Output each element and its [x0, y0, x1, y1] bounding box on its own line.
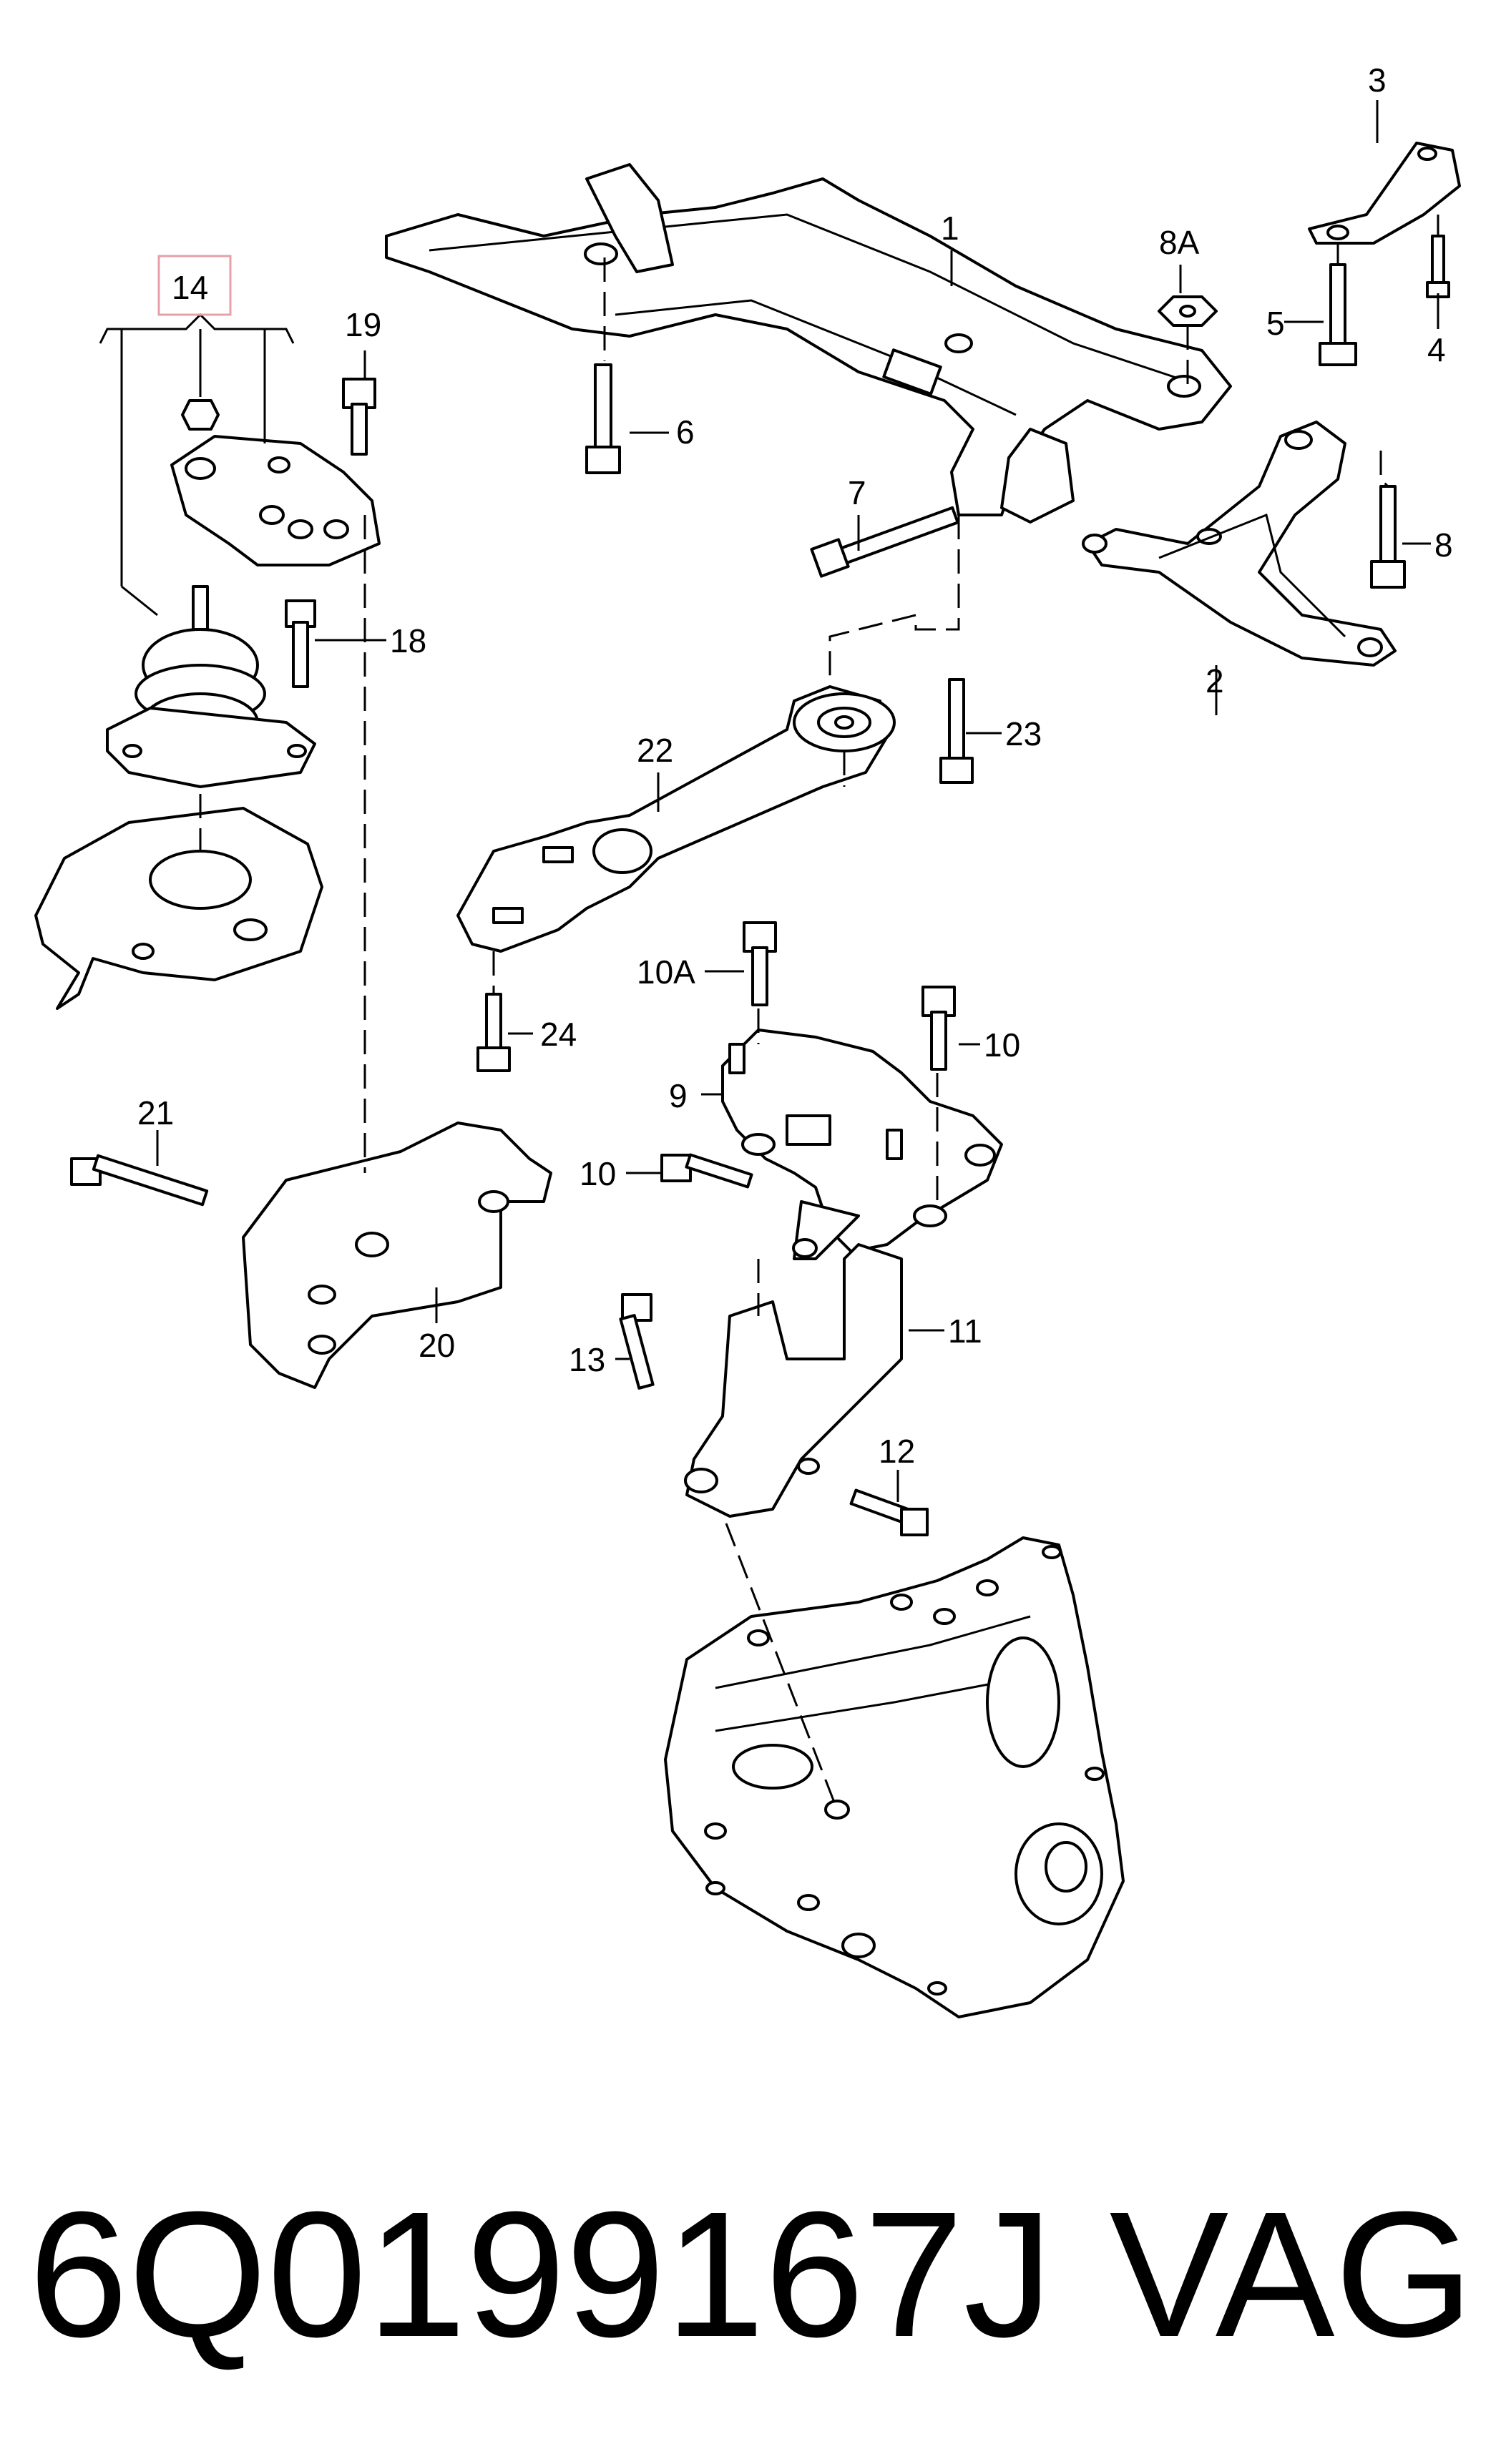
callout-10a[interactable]: 10A — [637, 953, 695, 991]
callout-14[interactable]: 14 — [172, 269, 208, 306]
callout-12[interactable]: 12 — [879, 1433, 915, 1470]
footer: 6Q0199167J VAG — [29, 2181, 1474, 2367]
callout-2[interactable]: 2 — [1206, 662, 1224, 700]
callout-21[interactable]: 21 — [137, 1094, 174, 1132]
callout-6[interactable]: 6 — [676, 413, 695, 451]
callout-24[interactable]: 24 — [540, 1016, 577, 1053]
leader-lines — [156, 100, 1439, 1502]
group-bracket-line-left-end — [121, 585, 158, 617]
highlight-box-14 — [157, 255, 232, 316]
bolts-10 — [660, 921, 956, 1189]
callout-10-left[interactable]: 10 — [580, 1155, 616, 1192]
callout-8a[interactable]: 8A — [1159, 224, 1200, 261]
callout-10-right[interactable]: 10 — [984, 1026, 1020, 1064]
support-bracket — [34, 807, 323, 1010]
bolts-23-24 — [476, 678, 974, 1072]
alignment-lines — [199, 215, 1439, 1810]
callout-1[interactable]: 1 — [941, 210, 959, 247]
gearbox — [664, 1536, 1125, 2018]
callout-labels: 14 1 2 3 4 5 6 7 8 8A 19 18 23 22 24 10A… — [137, 62, 1453, 1470]
callout-7[interactable]: 7 — [848, 474, 866, 511]
bracket-20 — [70, 1121, 552, 1389]
callout-4[interactable]: 4 — [1427, 331, 1446, 368]
callout-11[interactable]: 11 — [948, 1312, 982, 1350]
callout-20[interactable]: 20 — [419, 1327, 455, 1364]
engine-mount — [106, 399, 381, 788]
part-number: 6Q0199167J — [29, 2174, 1053, 2374]
subframe — [385, 163, 1232, 524]
callout-5[interactable]: 5 — [1266, 305, 1285, 342]
callout-22[interactable]: 22 — [637, 732, 673, 769]
callout-19[interactable]: 19 — [345, 306, 381, 343]
callout-9[interactable]: 9 — [669, 1077, 688, 1114]
torque-rod — [456, 685, 896, 953]
hardware-top — [585, 295, 1406, 589]
callout-8[interactable]: 8 — [1434, 526, 1453, 564]
wishbone — [1082, 421, 1397, 667]
callout-3[interactable]: 3 — [1368, 62, 1387, 99]
bolts-18-19 — [285, 378, 376, 688]
callout-23[interactable]: 23 — [1005, 715, 1042, 752]
callout-13[interactable]: 13 — [569, 1341, 605, 1378]
callout-18[interactable]: 18 — [390, 622, 426, 659]
brand-name: VAG — [1109, 2174, 1474, 2374]
bracket-11 — [619, 1243, 929, 1536]
transmission-mount — [721, 1029, 1003, 1260]
